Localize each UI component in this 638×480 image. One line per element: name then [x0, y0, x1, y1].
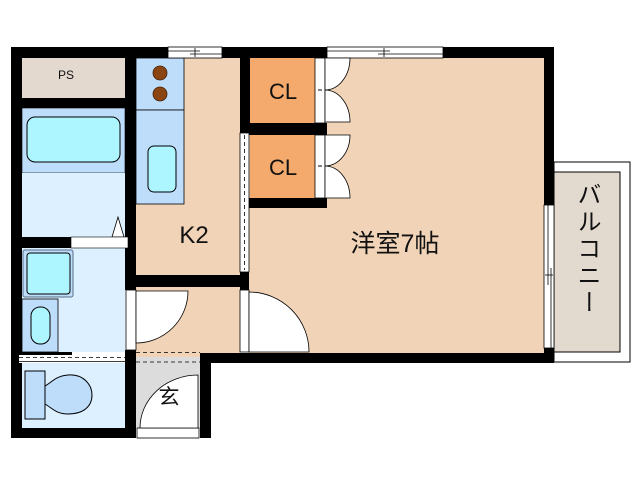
- washing-machine-pan-icon: [22, 249, 74, 298]
- toilet-sliding-door: [19, 352, 125, 363]
- balcony-label: バルコニー: [573, 182, 601, 317]
- closet-2-label: CL: [269, 155, 297, 180]
- closet-1-label: CL: [269, 79, 297, 104]
- stove-burner-icon: [152, 86, 168, 102]
- closet-1: [250, 58, 315, 123]
- walls: [11, 47, 554, 438]
- bathroom-light-area: [22, 173, 125, 237]
- bathroom-door: [70, 236, 129, 249]
- closet-2-double-door: [314, 134, 351, 199]
- entrance-label: 玄: [159, 386, 180, 409]
- western-room-label: 洋室7帖: [351, 230, 440, 258]
- ps-area: [22, 58, 125, 98]
- stove-burner-icon: [152, 65, 168, 81]
- kitchen-label: K2: [179, 222, 208, 249]
- washroom-door: [125, 289, 189, 351]
- closet-2: [250, 135, 315, 198]
- ps-label: PS: [58, 68, 74, 82]
- window-balcony: [543, 204, 555, 349]
- bathtub-icon: [26, 116, 121, 163]
- kitchen-sink-icon: [147, 145, 177, 193]
- entrance-door: [136, 374, 200, 439]
- entrance-step-line: [136, 352, 200, 363]
- closet-1-double-door: [314, 57, 351, 124]
- window-top-kitchen: [167, 46, 223, 59]
- room-door: [239, 289, 310, 353]
- vanity-sink-icon: [21, 298, 59, 353]
- toilet-icon: [24, 370, 93, 420]
- window-top-room: [326, 46, 444, 59]
- kitchen-sliding-door: [239, 132, 250, 273]
- kitchen-counter: [135, 57, 185, 205]
